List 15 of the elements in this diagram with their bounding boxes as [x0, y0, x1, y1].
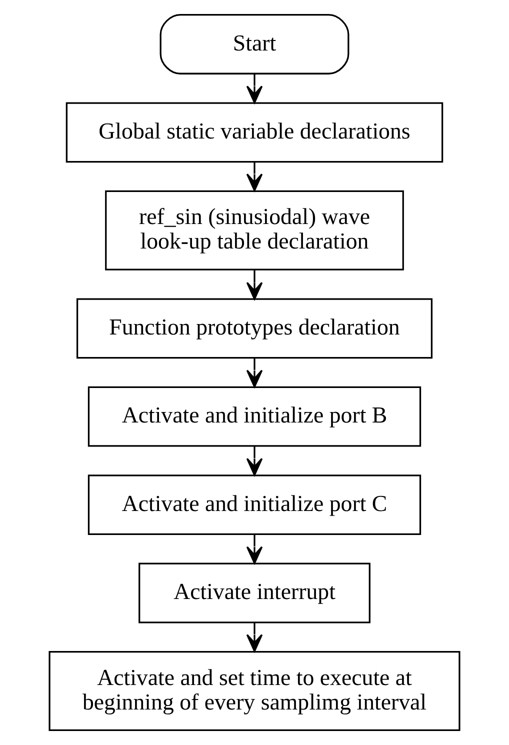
node-box: Activate and initialize port C	[88, 474, 422, 535]
arrow	[246, 534, 263, 564]
node-box: Activate and initialize port B	[88, 386, 422, 447]
node-box: Start	[160, 14, 350, 74]
arrow	[246, 162, 263, 192]
arrow	[246, 446, 263, 476]
node-box: ref_sin (sinusiodal) wave look-up table declaration	[105, 190, 404, 270]
arrow	[246, 622, 263, 652]
node-box: Function prototypes declaration	[76, 298, 433, 359]
arrow	[246, 74, 263, 104]
arrow	[246, 270, 263, 300]
node-box: Activate interrupt	[138, 562, 370, 624]
node-box: Global static variable declarations	[66, 102, 444, 163]
arrow	[246, 358, 263, 388]
node-box: Activate and set time to execute at beginning of every samplimg interval	[48, 650, 460, 731]
